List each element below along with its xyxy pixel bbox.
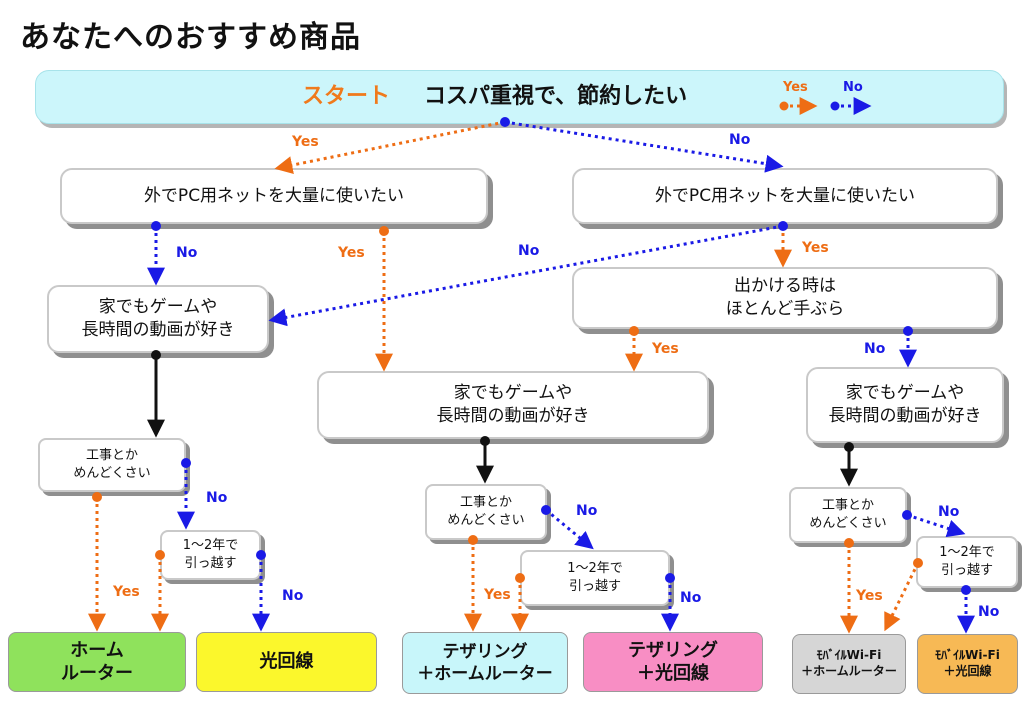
page-title: あなたへのおすすめ商品 [20,20,361,55]
no-label: No [680,590,702,606]
question-construction-left: 工事とか めんどくさい [38,438,186,492]
no-label: No [938,504,960,520]
yes-label: Yes [484,587,511,603]
result-mobile-wifi-fiber: ﾓﾊﾞｲﾙWi-Fi ＋光回線 [917,634,1018,694]
question-game-video-left: 家でもゲームや 長時間の動画が好き [47,285,269,353]
no-label: No [864,341,886,357]
start-question: コスパ重視で、節約したい [424,84,688,109]
no-label: No [282,588,304,604]
no-label: No [729,132,751,148]
yes-label: Yes [338,245,365,261]
no-label: No [518,243,540,259]
result-mobile-wifi-home-router: ﾓﾊﾞｲﾙWi-Fi ＋ホームルーター [792,634,906,694]
question-moving-mid: 1～2年で 引っ越す [520,550,670,606]
no-label: No [206,490,228,506]
yes-label: Yes [292,134,319,150]
legend-no-label: No [843,80,863,95]
no-label: No [978,604,1000,620]
question-outdoor-pc-left: 外でPC用ネットを大量に使いたい [60,168,488,224]
start-banner [35,70,1004,124]
result-fiber: 光回線 [196,632,377,692]
question-moving-right: 1～2年で 引っ越す [916,536,1018,588]
question-game-video-mid: 家でもゲームや 長時間の動画が好き [317,371,709,439]
question-outing-handsfree: 出かける時は ほとんど手ぶら [572,267,998,329]
question-game-video-right: 家でもゲームや 長時間の動画が好き [806,367,1004,443]
no-label: No [576,503,598,519]
question-moving-left: 1～2年で 引っ越す [160,530,261,580]
result-tethering-home-router: テザリング ＋ホームルーター [402,632,568,694]
result-tethering-fiber: テザリング ＋光回線 [583,632,763,692]
result-home-router: ホーム ルーター [8,632,186,692]
start-label: スタート [302,84,391,109]
yes-label: Yes [856,588,883,604]
yes-label: Yes [652,341,679,357]
legend-yes-label: Yes [783,80,808,95]
yes-label: Yes [802,240,829,256]
question-construction-mid: 工事とか めんどくさい [425,484,547,540]
no-label: No [176,245,198,261]
yes-label: Yes [113,584,140,600]
question-construction-right: 工事とか めんどくさい [789,487,907,543]
